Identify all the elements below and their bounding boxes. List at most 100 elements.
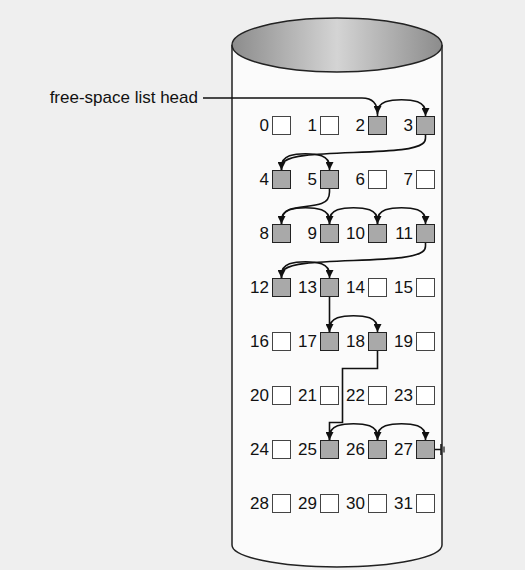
disk-block: 9 — [280, 224, 339, 243]
disk-block: 18 — [328, 332, 387, 351]
block-number: 15 — [394, 278, 413, 297]
block-number: 2 — [356, 116, 365, 135]
free-block-square — [272, 170, 291, 189]
disk-body — [232, 45, 442, 567]
free-block-square — [368, 332, 387, 351]
block-number: 1 — [308, 116, 317, 135]
block-number: 8 — [260, 224, 269, 243]
block-number: 9 — [308, 224, 317, 243]
block-number: 6 — [356, 170, 365, 189]
used-block-square — [368, 386, 387, 405]
block-number: 5 — [308, 170, 317, 189]
free-block-square — [320, 440, 339, 459]
used-block-square — [320, 494, 339, 513]
disk-block: 7 — [376, 170, 435, 189]
disk-block: 8 — [232, 224, 291, 243]
disk-block: 27 — [376, 440, 435, 459]
disk-block: 25 — [280, 440, 339, 459]
block-number: 11 — [395, 224, 413, 243]
disk-block: 12 — [232, 278, 291, 297]
block-number: 10 — [346, 224, 365, 243]
disk-block: 15 — [376, 278, 435, 297]
block-number: 24 — [250, 440, 269, 459]
pointer-label: free-space list head — [50, 88, 198, 108]
disk-block: 10 — [328, 224, 387, 243]
used-block-square — [272, 116, 291, 135]
block-number: 13 — [298, 278, 317, 297]
next-pointer — [282, 262, 330, 278]
free-block-square — [320, 170, 339, 189]
used-block-square — [272, 332, 291, 351]
used-block-square — [320, 116, 339, 135]
terminator-bar — [443, 447, 444, 453]
block-number: 20 — [250, 386, 269, 405]
block-number: 14 — [346, 278, 365, 297]
next-pointer — [282, 189, 330, 224]
disk-block: 5 — [280, 170, 339, 189]
disk-block: 4 — [232, 170, 291, 189]
block-number: 28 — [250, 494, 269, 513]
terminator-bar — [440, 444, 442, 455]
block-number: 18 — [346, 332, 365, 351]
block-number: 30 — [346, 494, 365, 513]
disk-block: 14 — [328, 278, 387, 297]
disk-block: 0 — [232, 116, 291, 135]
free-block-square — [416, 116, 435, 135]
next-pointer — [282, 208, 330, 224]
block-number: 25 — [298, 440, 317, 459]
disk-block: 11 — [376, 224, 435, 243]
disk-block: 20 — [232, 386, 291, 405]
disk-block: 30 — [328, 494, 387, 513]
next-pointer — [330, 208, 378, 224]
disk-block: 26 — [328, 440, 387, 459]
block-number: 22 — [346, 386, 365, 405]
disk-block: 23 — [376, 386, 435, 405]
used-block-square — [368, 494, 387, 513]
free-block-square — [272, 224, 291, 243]
disk-block: 16 — [232, 332, 291, 351]
free-block-square — [416, 440, 435, 459]
used-block-square — [416, 332, 435, 351]
disk-block: 6 — [328, 170, 387, 189]
next-pointer — [378, 208, 426, 224]
free-block-square — [320, 332, 339, 351]
disk-block: 19 — [376, 332, 435, 351]
used-block-square — [368, 278, 387, 297]
free-block-square — [272, 278, 291, 297]
disk-block: 17 — [280, 332, 339, 351]
next-pointer — [282, 243, 426, 278]
next-pointer — [282, 135, 426, 170]
block-number: 31 — [394, 494, 413, 513]
block-number: 16 — [250, 332, 269, 351]
list-head-pointer — [203, 98, 378, 114]
block-number: 21 — [298, 386, 317, 405]
used-block-square — [272, 386, 291, 405]
used-block-square — [416, 170, 435, 189]
disk-block: 1 — [280, 116, 339, 135]
block-number: 17 — [298, 332, 317, 351]
disk-block: 22 — [328, 386, 387, 405]
disk-top — [232, 18, 442, 72]
disk-block: 2 — [328, 116, 387, 135]
free-block-square — [368, 440, 387, 459]
disk-block: 31 — [376, 494, 435, 513]
terminator-stem — [435, 449, 441, 451]
free-block-square — [368, 116, 387, 135]
next-pointer — [282, 154, 330, 170]
used-block-square — [272, 440, 291, 459]
disk-block: 13 — [280, 278, 339, 297]
disk-block: 24 — [232, 440, 291, 459]
next-pointer — [330, 424, 378, 440]
used-block-square — [320, 386, 339, 405]
disk-block: 28 — [232, 494, 291, 513]
disk-block: 3 — [376, 116, 435, 135]
block-number: 19 — [394, 332, 413, 351]
next-pointer — [378, 424, 426, 440]
used-block-square — [368, 170, 387, 189]
free-block-square — [320, 224, 339, 243]
next-pointer — [330, 316, 378, 332]
block-number: 12 — [250, 278, 269, 297]
free-block-square — [320, 278, 339, 297]
block-number: 26 — [346, 440, 365, 459]
